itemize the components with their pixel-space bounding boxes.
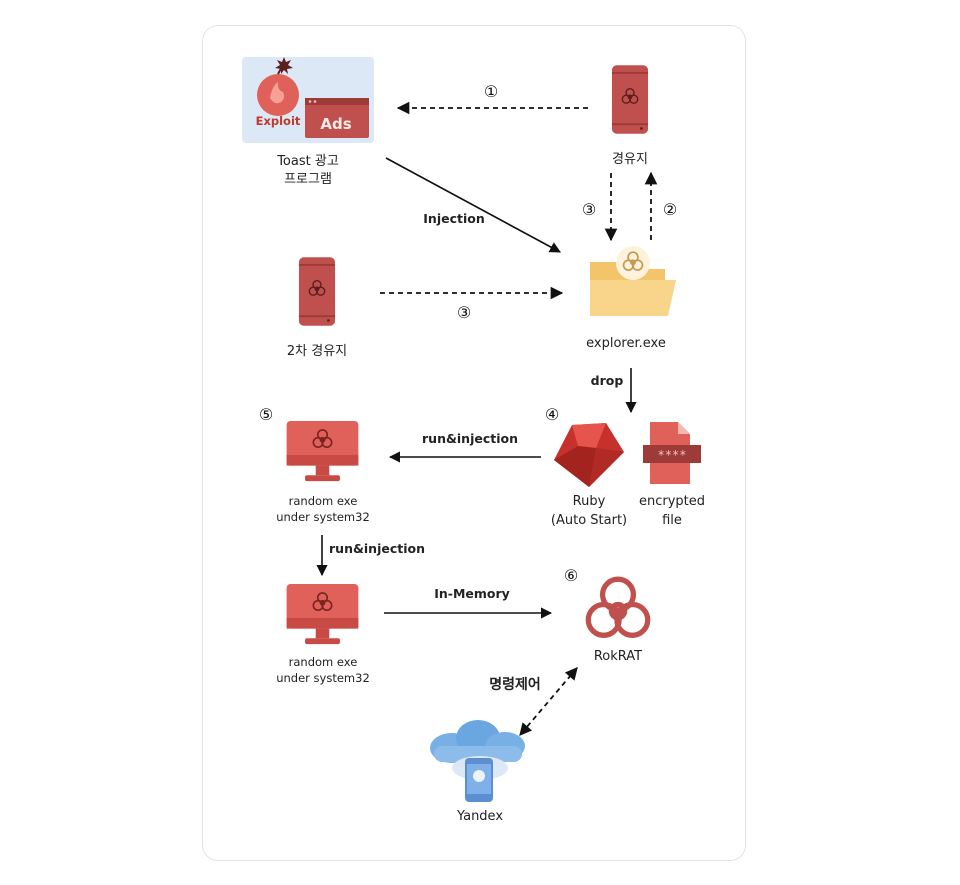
toast-ad-program: Exploit Ads Toast 광고 프로그램 [242, 57, 374, 187]
biohazard-icon [588, 579, 647, 635]
exploit-text: Exploit [256, 114, 301, 128]
label-run-injection-1: run&injection [422, 431, 518, 446]
encrypted-label-line2: file [662, 513, 682, 528]
ruby-label-line1: Ruby [573, 494, 606, 509]
label-command-control: 명령제어 [489, 676, 541, 693]
random-exe-2: random exe under system32 [276, 584, 370, 685]
step-3-marker: ③ [582, 200, 596, 219]
step-1-marker: ① [484, 82, 498, 101]
encrypted-label-line1: encrypted [639, 494, 705, 509]
ruby-label-line2: (Auto Start) [551, 513, 627, 528]
rokrat: RokRAT [588, 579, 647, 664]
toast-label-line1: Toast 광고 [276, 154, 339, 169]
phone-icon [299, 257, 335, 325]
relay-label: 경유지 [612, 152, 648, 167]
password-mask-text: **** [658, 448, 687, 462]
random-exe-2-line2: under system32 [276, 671, 370, 685]
ads-text: Ads [320, 115, 351, 133]
explorer-exe: explorer.exe [586, 246, 676, 351]
encrypted-file: **** encrypted file [639, 422, 705, 528]
random-exe-2-line1: random exe [289, 655, 358, 669]
label-drop: drop [591, 373, 624, 388]
label-in-memory: In-Memory [434, 586, 510, 601]
step-6-marker: ⑥ [564, 566, 578, 585]
step-3-marker-secondary: ③ [457, 303, 471, 322]
step-2-marker: ② [663, 200, 677, 219]
random-exe-1-line1: random exe [289, 494, 358, 508]
random-exe-1-line2: under system32 [276, 510, 370, 524]
step-5-marker: ⑤ [259, 405, 273, 424]
yandex-label: Yandex [456, 809, 503, 824]
yandex-cloud: Yandex [430, 720, 525, 824]
secondary-relay: 2차 경유지 [287, 257, 347, 359]
step-4-marker: ④ [545, 405, 559, 424]
monitor-icon [287, 421, 359, 481]
spark-icon [275, 57, 293, 74]
phone-icon [612, 65, 648, 133]
secondary-relay-label: 2차 경유지 [287, 344, 347, 359]
ads-window-icon [305, 98, 369, 138]
label-injection: Injection [423, 211, 484, 226]
random-exe-1: random exe under system32 [276, 421, 370, 524]
explorer-label: explorer.exe [586, 336, 666, 351]
monitor-icon [287, 584, 359, 644]
relay-server: 경유지 [612, 65, 648, 167]
rokrat-label: RokRAT [594, 649, 642, 664]
ruby-autostart: Ruby (Auto Start) [551, 423, 627, 528]
edge-command-control [519, 667, 578, 736]
edge-injection [385, 157, 561, 253]
toast-label-line2: 프로그램 [284, 172, 332, 187]
label-run-injection-2: run&injection [329, 541, 425, 556]
